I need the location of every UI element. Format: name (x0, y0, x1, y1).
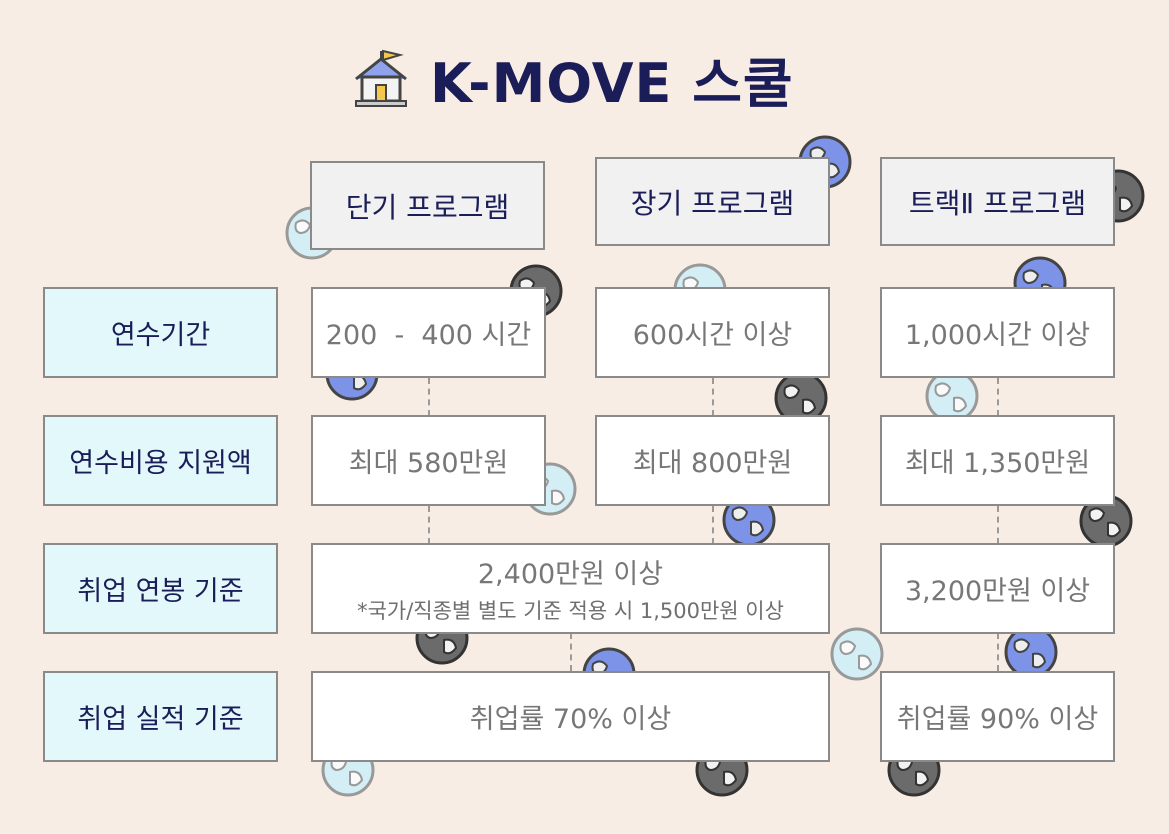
page-title: K-MOVE 스쿨 (350, 38, 794, 118)
cell-duration-long: 600시간 이상 (595, 287, 830, 378)
cell-cost-short: 최대 580만원 (311, 415, 546, 506)
cell-duration-track2: 1,000시간 이상 (880, 287, 1115, 378)
cell-employment-merged: 취업률 70% 이상 (311, 671, 830, 762)
row-label-cost: 연수비용 지원액 (43, 415, 278, 506)
connector-line (428, 506, 430, 544)
header-track2-program: 트랙Ⅱ 프로그램 (880, 157, 1115, 246)
connector-line (997, 506, 999, 544)
header-long-program: 장기 프로그램 (595, 157, 830, 246)
cell-cost-long: 최대 800만원 (595, 415, 830, 506)
row-label-employment: 취업 실적 기준 (43, 671, 278, 762)
cell-salary-track2: 3,200만원 이상 (880, 543, 1115, 634)
header-short-program: 단기 프로그램 (310, 161, 545, 250)
cell-cost-track2: 최대 1,350만원 (880, 415, 1115, 506)
cell-duration-short: 200 - 400 시간 (311, 287, 546, 378)
salary-note: *국가/직종별 별도 기준 적용 시 1,500만원 이상 (357, 599, 784, 623)
row-label-salary: 취업 연봉 기준 (43, 543, 278, 634)
cell-salary-merged: 2,400만원 이상 *국가/직종별 별도 기준 적용 시 1,500만원 이상 (311, 543, 830, 634)
connector-line (997, 378, 999, 416)
house-flag-icon (355, 49, 407, 107)
globe-icon (830, 627, 884, 681)
connector-line (570, 633, 572, 671)
title-text: K-MOVE 스쿨 (430, 51, 794, 115)
connector-line (997, 633, 999, 671)
connector-line (712, 506, 714, 544)
salary-value: 2,400만원 이상 (477, 559, 664, 590)
connector-line (428, 378, 430, 416)
cell-employment-track2: 취업률 90% 이상 (880, 671, 1115, 762)
connector-line (712, 378, 714, 416)
row-label-duration: 연수기간 (43, 287, 278, 378)
